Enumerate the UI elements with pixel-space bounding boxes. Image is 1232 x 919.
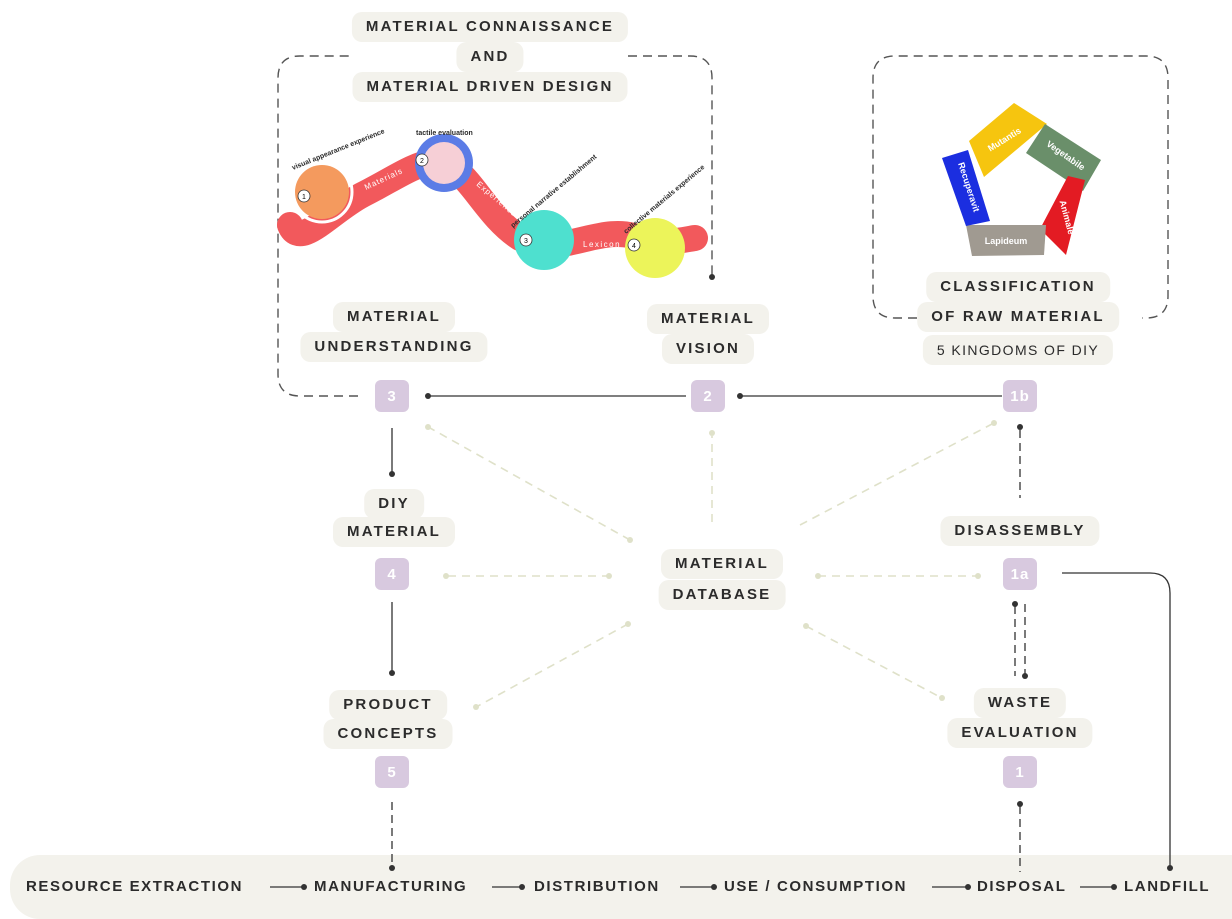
mdd-ribbon-illustration: Materials Experience Lexicon visual appe… <box>277 128 708 278</box>
mdd-circle-1-badge <box>297 189 311 203</box>
database-link-dots <box>425 420 997 710</box>
flow-use-consumption: USE / CONSUMPTION <box>724 878 908 895</box>
mdd-circle-3-number: 3 <box>524 238 528 245</box>
step-2[interactable]: 2 <box>691 380 725 412</box>
product-label-line2: CONCEPTS <box>323 719 453 749</box>
mdd-circle-2-caption: tactile evaluation <box>416 130 473 137</box>
classification-subtitle: 5 KINGDOMS OF DIY <box>922 335 1114 365</box>
db-link-3 <box>429 427 631 541</box>
link-disposal-to-1-dot <box>1017 801 1023 807</box>
mdd-circle-2-inner <box>423 142 465 184</box>
product-label-line1: PRODUCT <box>329 690 447 720</box>
mdd-circle-2-badge <box>415 153 429 167</box>
header-title-line2: AND <box>456 42 524 72</box>
five-kingdoms-pentagon: Mutantis Vegetabile Animale Lapideum Rec… <box>942 103 1101 256</box>
link-3-to-diy-dot <box>389 471 395 477</box>
kingdom-recuperavit <box>942 150 990 226</box>
link-1b-to-2-dot <box>737 393 743 399</box>
kingdom-lapideum-label: Lapideum <box>985 236 1028 246</box>
step-1b[interactable]: 1b <box>1003 380 1037 412</box>
db-link-waste <box>805 625 941 698</box>
classification-label-line1: CLASSIFICATION <box>926 272 1110 302</box>
kingdom-animale <box>1040 176 1085 255</box>
link-5-to-manufacturing-dot <box>389 865 395 871</box>
step-5[interactable]: 5 <box>375 756 409 788</box>
waste-label-line1: WASTE <box>973 688 1067 718</box>
link-2-to-3-dot <box>425 393 431 399</box>
lifecycle-band <box>10 855 1232 919</box>
step-1[interactable]: 1 <box>1003 756 1037 788</box>
kingdom-lapideum <box>966 225 1046 256</box>
classification-label-line2: OF RAW MATERIAL <box>917 302 1119 332</box>
link-4-to-product-dot <box>389 670 395 676</box>
flow-landfill: LANDFILL <box>1124 878 1211 895</box>
kingdoms-frame <box>872 55 1169 319</box>
database-label-line1: MATERIAL <box>661 549 783 579</box>
header-title-line1: MATERIAL CONNAISSANCE <box>351 12 629 42</box>
mdd-circle-4-badge <box>627 238 641 252</box>
kingdom-vegetabile <box>1026 124 1101 191</box>
link-1a-to-landfill-dot <box>1167 865 1173 871</box>
waste-label-line2: EVALUATION <box>947 718 1093 748</box>
vision-label-line1: MATERIAL <box>647 304 769 334</box>
step-3[interactable]: 3 <box>375 380 409 412</box>
flow-distribution: DISTRIBUTION <box>534 878 660 895</box>
mdd-circle-1-number: 1 <box>302 194 306 201</box>
understanding-label-line1: MATERIAL <box>333 302 455 332</box>
mdd-frame-end-dot <box>709 274 715 280</box>
understanding-label-line2: UNDERSTANDING <box>300 332 488 362</box>
diy-label-line2: MATERIAL <box>333 517 455 547</box>
database-label-line2: DATABASE <box>658 580 786 610</box>
kingdom-mutantis <box>969 103 1047 177</box>
diy-label-line1: DIY <box>364 489 424 519</box>
link-waste-to-1a-dot <box>1012 601 1018 607</box>
mdd-circle-3-badge <box>519 233 533 247</box>
mdd-circle-3 <box>514 210 574 270</box>
db-link-1b <box>799 423 993 526</box>
step-4[interactable]: 4 <box>375 558 409 590</box>
step-1a[interactable]: 1a <box>1003 558 1037 590</box>
flow-manufacturing: MANUFACTURING <box>314 878 468 895</box>
vision-label-line2: VISION <box>661 334 755 364</box>
mdd-circle-2-number: 2 <box>420 158 424 165</box>
ribbon-label-lexicon: Lexicon <box>583 240 621 249</box>
flow-resource-extraction: RESOURCE EXTRACTION <box>26 878 244 895</box>
flow-disposal: DISPOSAL <box>977 878 1067 895</box>
link-1a-to-waste-dot <box>1022 673 1028 679</box>
link-1a-to-landfill <box>1062 572 1171 866</box>
mdd-circle-1 <box>295 165 349 219</box>
link-disassembly-to-1b-dot <box>1017 424 1023 430</box>
header-title-line3: MATERIAL DRIVEN DESIGN <box>352 72 628 102</box>
mdd-circle-4 <box>625 218 685 278</box>
mdd-circle-4-number: 4 <box>632 243 636 250</box>
flow-arrow-dots <box>301 884 1117 890</box>
db-link-product <box>477 623 629 707</box>
database-links <box>429 423 993 707</box>
disassembly-label: DISASSEMBLY <box>940 516 1100 546</box>
mdd-circle-1-ring <box>290 160 354 224</box>
